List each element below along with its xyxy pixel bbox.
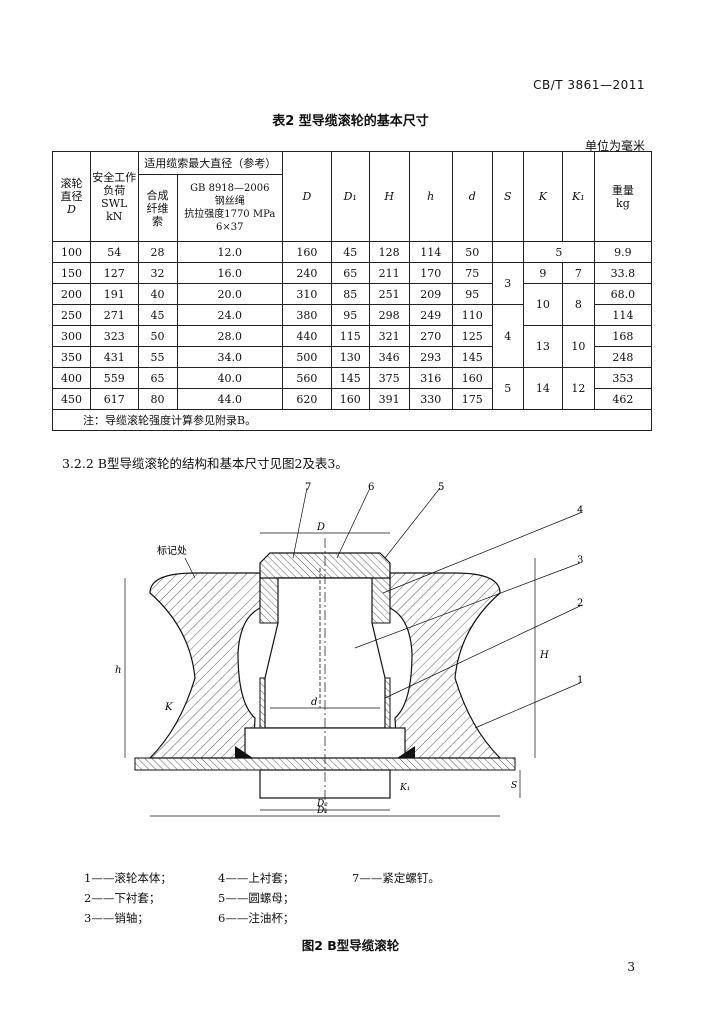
- label-H: H: [539, 650, 549, 661]
- leader-2: [384, 605, 581, 699]
- roller-body-right: [389, 572, 502, 759]
- section-paragraph: 3.2.2 B型导缆滚轮的结构和基本尺寸见图2及表3。: [62, 456, 348, 471]
- leader-mark: [184, 557, 196, 579]
- legend-item: 7——紧定螺钉。: [352, 871, 440, 885]
- header-H: H: [368, 151, 410, 242]
- leader-1: [474, 682, 581, 729]
- header-K1: K₁: [561, 151, 595, 242]
- figure-title: 图2 B型导缆滚轮: [301, 938, 400, 953]
- table-row: 350 431 55 34.0 500 130 346 293 145 248: [51, 346, 653, 368]
- header-S: S: [491, 151, 524, 242]
- standard-code: CB/T 3861—2011: [533, 78, 645, 92]
- label-h: h: [115, 665, 121, 676]
- table-row: 100 54 28 12.0 160 45 128 114 50 5 9.9: [51, 241, 653, 263]
- leader-3: [354, 562, 581, 649]
- label-K: K: [164, 702, 173, 713]
- label-D1: D₁: [316, 806, 328, 816]
- legend-item: 5——圆螺母；: [218, 891, 295, 905]
- header-D: D: [282, 151, 332, 242]
- table-row: 200 191 40 20.0 310 85 251 209 95 10 8 6…: [51, 283, 653, 326]
- header-h: h: [408, 151, 453, 242]
- header-synthetic: 合成纤维索: [137, 174, 178, 242]
- callout-5: 5: [438, 482, 444, 493]
- callout-2: 2: [577, 598, 583, 609]
- upper-bush-left: [259, 577, 279, 624]
- legend-item: 6——注油杯；: [218, 911, 295, 925]
- page-number: 3: [627, 960, 635, 974]
- label-d: d: [311, 697, 317, 708]
- table-row: 150 127 32 16.0 240 65 211 170 75 3 9 7 …: [51, 262, 653, 305]
- table-note: 注：导缆滚轮强度计算参见附录B。: [52, 409, 652, 431]
- header-d: d: [451, 151, 493, 242]
- roller-drawing: 7 6 5 4 3 2 1 标记处 D d D₂ D₁ H h K K₁ S: [115, 482, 583, 817]
- cell-S-4: 4: [491, 304, 524, 368]
- legend-item: 1——滚轮本体；: [84, 871, 172, 885]
- header-rope-group: 适用缆索最大直径（参考）: [137, 151, 284, 175]
- legend-item: 2——下衬套；: [84, 891, 161, 905]
- weld-right: [397, 746, 415, 758]
- table-row: 300 323 50 28.0 440 115 321 270 125 13 1…: [51, 325, 653, 368]
- weld-left: [235, 746, 253, 758]
- header-K: K: [522, 151, 563, 242]
- upper-bush-right: [371, 577, 391, 624]
- leader-5: [384, 487, 441, 559]
- label-mark: 标记处: [157, 545, 187, 557]
- table-title: 表2 型导缆滚轮的基本尺寸: [272, 114, 429, 129]
- table-row: 400 559 65 40.0 560 145 375 316 160 5 14…: [51, 367, 653, 410]
- roller-body-left: [148, 572, 261, 759]
- cell-S-5: 5: [491, 367, 524, 410]
- header-D1: D₁: [330, 151, 370, 242]
- leader-4: [382, 512, 581, 594]
- callout-7: 7: [305, 482, 311, 493]
- legend-item: 3——销轴；: [84, 911, 149, 925]
- table-row: 250 271 45 24.0 380 95 298 249 110 4 114: [51, 304, 653, 368]
- label-D2: D₂: [316, 799, 328, 809]
- label-S: S: [511, 781, 517, 791]
- leader-6: [336, 487, 371, 559]
- leader-7: [292, 487, 308, 559]
- cell-S-3: 3: [491, 262, 524, 305]
- unit-note: 单位为毫米: [584, 139, 645, 153]
- legend-item: 4——上衬套；: [218, 871, 295, 885]
- callout-1: 1: [577, 675, 583, 686]
- cell-K-K1-100: 5: [522, 241, 595, 263]
- label-D: D: [316, 522, 325, 533]
- callout-3: 3: [577, 555, 583, 566]
- callout-4: 4: [577, 505, 583, 516]
- callout-6: 6: [368, 482, 374, 493]
- label-K1: K₁: [399, 783, 410, 793]
